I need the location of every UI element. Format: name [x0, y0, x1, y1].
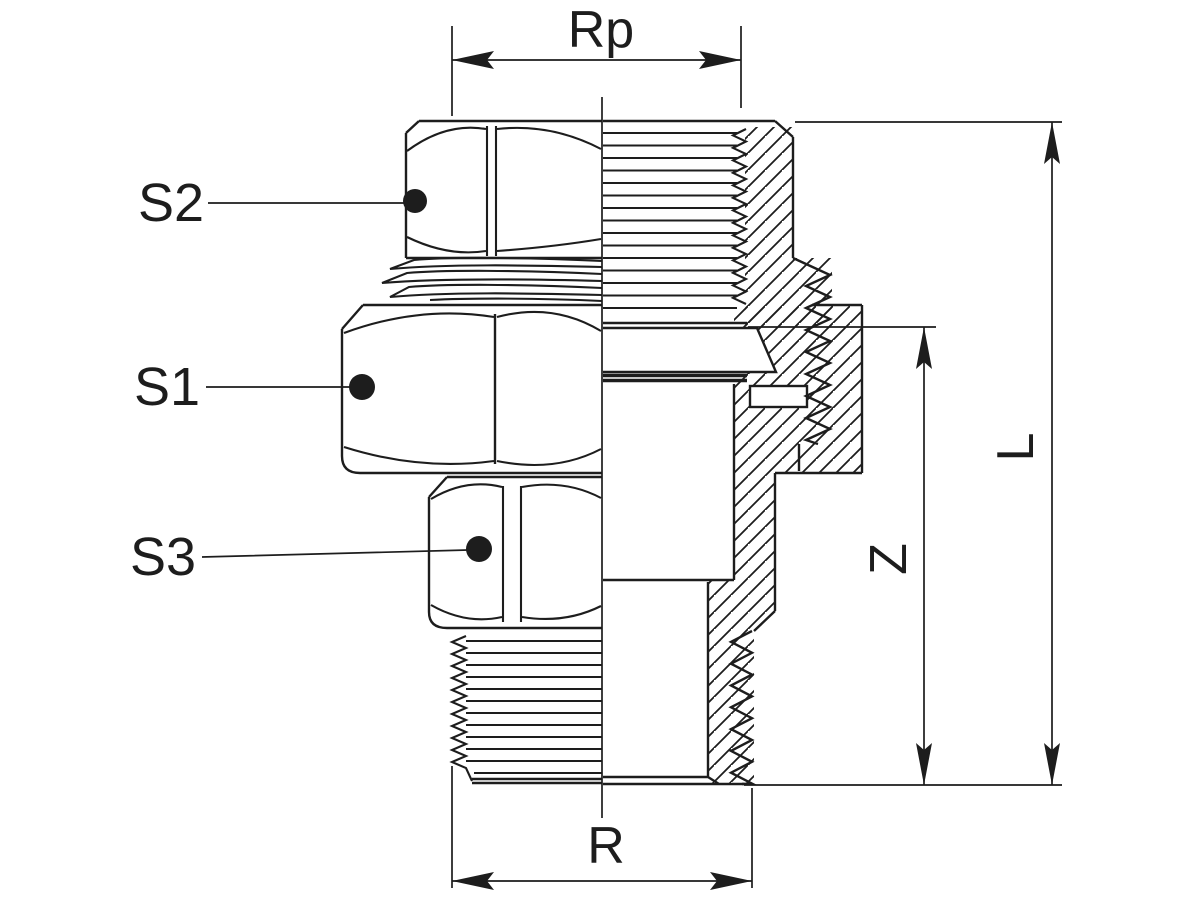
dimension-lines [451, 26, 1062, 890]
dim-label-rp: Rp [568, 1, 634, 59]
socket-tail-band [603, 326, 778, 374]
seal-lines [603, 373, 747, 383]
dim-label-z: Z [860, 543, 918, 575]
leader-dot-s1 [349, 374, 375, 400]
hex-details [343, 126, 602, 622]
thread-undercut [748, 384, 809, 409]
female-thread-lines [603, 128, 749, 310]
dim-label-l: L [987, 433, 1045, 462]
male-thread-lines [449, 635, 602, 782]
leader-lines [201, 189, 492, 562]
sectioned-thread-profiles [728, 262, 833, 786]
leader-dot-s2 [403, 189, 427, 213]
labels: S2 S1 S3 Rp R L Z [130, 1, 1045, 875]
part-label-s3: S3 [130, 527, 196, 587]
part-label-s1: S1 [134, 357, 200, 417]
leader-dot-s3 [466, 536, 492, 562]
part-label-s2: S2 [138, 173, 204, 233]
section-masks [601, 248, 1066, 793]
collar-waves [381, 256, 603, 303]
dim-label-r: R [587, 817, 625, 875]
fitting-outline [340, 119, 864, 786]
